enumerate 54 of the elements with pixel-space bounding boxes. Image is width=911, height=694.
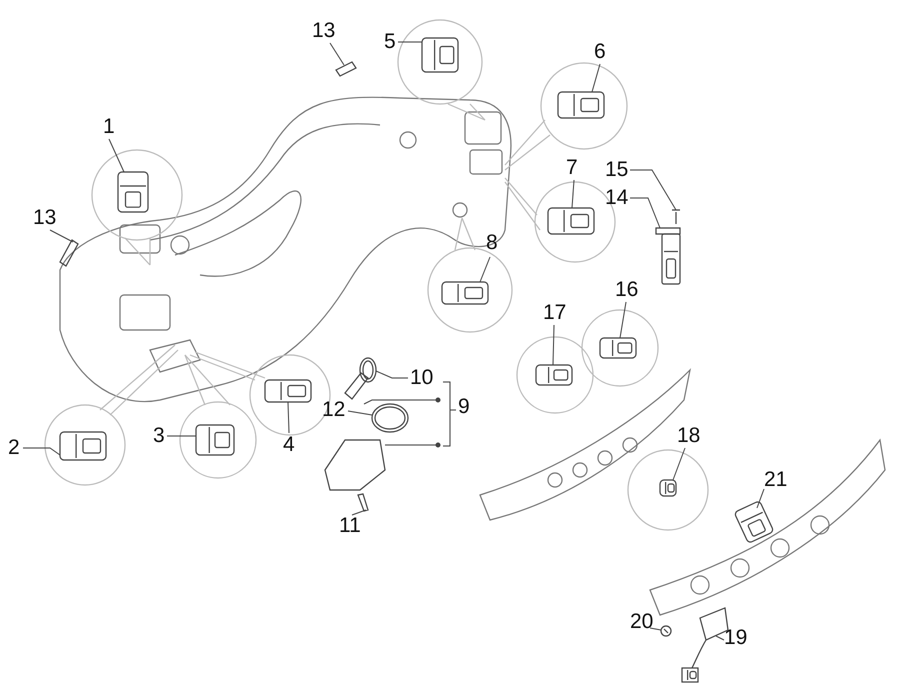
nut-drawing xyxy=(660,625,672,637)
callout-number: 14 xyxy=(605,187,628,209)
leader-line xyxy=(480,256,490,282)
callout-number: 13 xyxy=(312,20,336,42)
leader-line xyxy=(330,42,344,66)
socket-drawing xyxy=(599,337,637,359)
callout-number: 17 xyxy=(543,302,566,324)
switch-drawing xyxy=(421,37,459,73)
callout-number: 10 xyxy=(410,367,434,389)
callout-number: 13 xyxy=(33,207,56,229)
switch-drawing xyxy=(195,424,235,456)
switch-drawing xyxy=(117,171,149,213)
socket-drawing xyxy=(441,281,489,305)
callout-number: 9 xyxy=(458,396,470,418)
switch-drawing xyxy=(264,379,312,403)
leader-line xyxy=(352,510,366,516)
callout-number: 20 xyxy=(630,611,654,633)
callout-number: 5 xyxy=(384,31,396,53)
leader-line xyxy=(630,198,660,228)
leader-line xyxy=(650,628,662,630)
switch-drawing xyxy=(59,431,107,461)
callout-number: 7 xyxy=(566,157,578,179)
callout-number: 19 xyxy=(724,627,748,649)
callout-number: 4 xyxy=(283,434,295,456)
bulb-drawing xyxy=(335,61,357,77)
callout-number: 1 xyxy=(103,116,115,138)
pad-drawing xyxy=(734,500,774,544)
switch-drawing xyxy=(655,227,681,285)
callout-number: 6 xyxy=(594,41,606,63)
leader-line xyxy=(756,488,764,508)
bulb-drawing xyxy=(59,239,79,267)
ring-drawing xyxy=(371,403,409,433)
leader-line xyxy=(50,230,74,242)
leader-line xyxy=(630,170,676,210)
callout-number: 18 xyxy=(677,425,700,447)
leader-line xyxy=(22,448,60,456)
callout-number: 11 xyxy=(339,515,361,537)
callout-number: 3 xyxy=(153,425,165,447)
leader-line xyxy=(716,636,724,640)
callout-number: 2 xyxy=(8,437,20,459)
screw-drawing xyxy=(671,209,681,225)
screw-drawing xyxy=(357,493,369,512)
socket-drawing xyxy=(535,364,573,386)
switch-drawing xyxy=(557,91,605,119)
callout-number: 15 xyxy=(605,159,628,181)
leader-line xyxy=(376,370,408,378)
switch-drawing xyxy=(547,207,595,235)
leader-line xyxy=(348,410,372,416)
leader-line xyxy=(108,138,124,172)
callout-number: 16 xyxy=(615,279,638,301)
cap-drawing xyxy=(659,479,677,497)
key-drawing xyxy=(344,357,377,400)
callout-number: 21 xyxy=(764,469,788,491)
callout-number: 12 xyxy=(322,399,346,421)
